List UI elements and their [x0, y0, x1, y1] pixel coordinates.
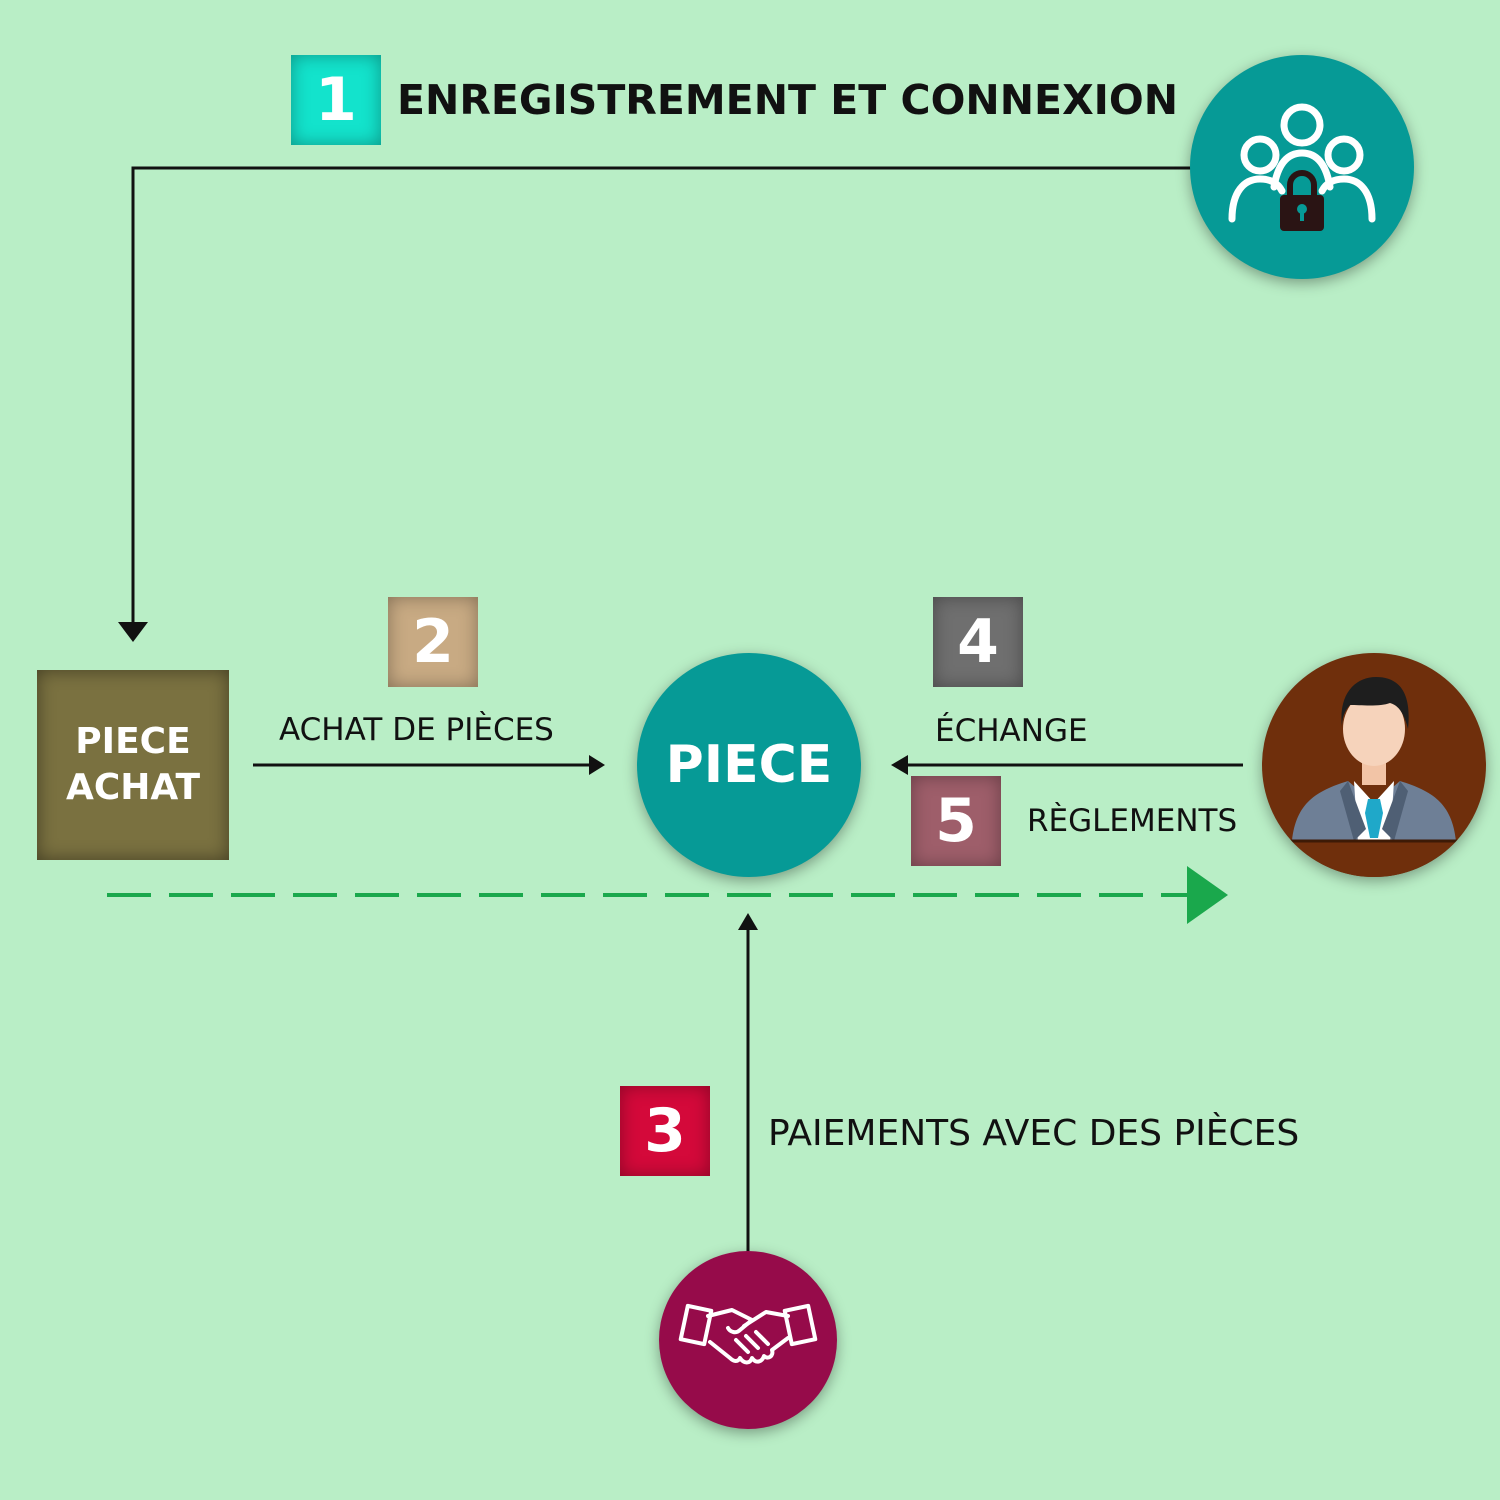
achat-box-line1: PIECE: [75, 721, 191, 762]
users-lock-circle: [1190, 55, 1414, 279]
handshake-circle: [659, 1251, 837, 1429]
step5-badge: 5: [911, 776, 1001, 866]
registration-connector: [131, 166, 1192, 626]
step5-label: RÈGLEMENTS: [1027, 803, 1238, 839]
step4-label: ÉCHANGE: [935, 713, 1088, 749]
registration-arrowhead: [118, 622, 148, 642]
step3-label: PAIEMENTS AVEC DES PIÈCES: [768, 1113, 1300, 1154]
achat-box-line2: ACHAT: [65, 767, 201, 808]
payment-arrowhead: [738, 913, 758, 930]
center-label: PIECE: [665, 735, 833, 795]
step3-badge: 3: [620, 1086, 710, 1176]
step2-label: ACHAT DE PIÈCES: [279, 712, 554, 748]
handshake-icon: [678, 1303, 818, 1365]
step1-badge: 1: [291, 55, 381, 145]
step2-badge: 2: [388, 597, 478, 687]
businessman-circle: [1262, 653, 1486, 877]
flow-dashed-arrowhead: [1187, 866, 1228, 924]
step4-badge: 4: [933, 597, 1023, 687]
step1-label: ENREGISTREMENT ET CONNEXION: [397, 76, 1179, 124]
businessman-icon: [1262, 677, 1486, 877]
users-lock-icon: [1228, 103, 1376, 231]
purchase-arrowhead: [589, 755, 605, 775]
exchange-arrowhead: [891, 755, 908, 775]
piece-center-circle: PIECE: [637, 653, 861, 877]
piece-achat-box: PIECE ACHAT: [37, 670, 229, 860]
